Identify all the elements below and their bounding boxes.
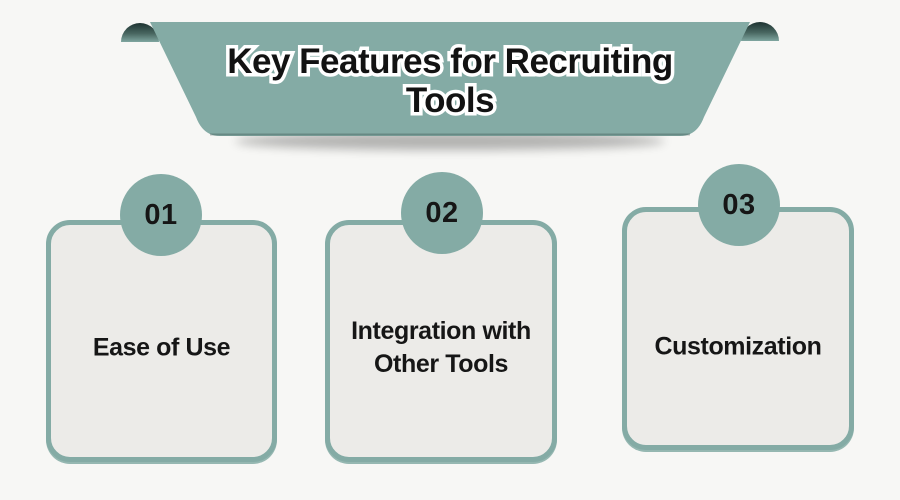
feature-1-number-badge: 01 [120,174,202,256]
feature-3-number-badge: 03 [698,164,780,246]
feature-2-number-badge: 02 [401,172,483,254]
ribbon-body [150,22,750,136]
page-title-line-1: Key Features for Recruiting [224,39,677,85]
page-title-line-2: Tools [402,78,498,124]
feature-2-label: Integration with Other Tools [351,317,531,378]
feature-3-number: 03 [722,188,756,221]
feature-card-1: Ease of Use [46,220,277,462]
feature-3-label: Customization [654,332,822,361]
feature-1-label: Ease of Use [92,333,231,362]
feature-card-2: Integration with Other Tools [325,220,557,462]
page-title: Key Features for Recruiting Tools [160,26,740,136]
feature-1-number: 01 [144,198,178,231]
feature-card-3: Customization [622,207,854,450]
ribbon-shadow [235,132,665,150]
ribbon-shape [121,22,779,150]
feature-2-number: 02 [425,196,459,229]
ribbon-right-curl [741,22,779,41]
ribbon-left-curl [121,23,159,42]
title-banner: Key Features for Recruiting Tools [0,0,900,170]
